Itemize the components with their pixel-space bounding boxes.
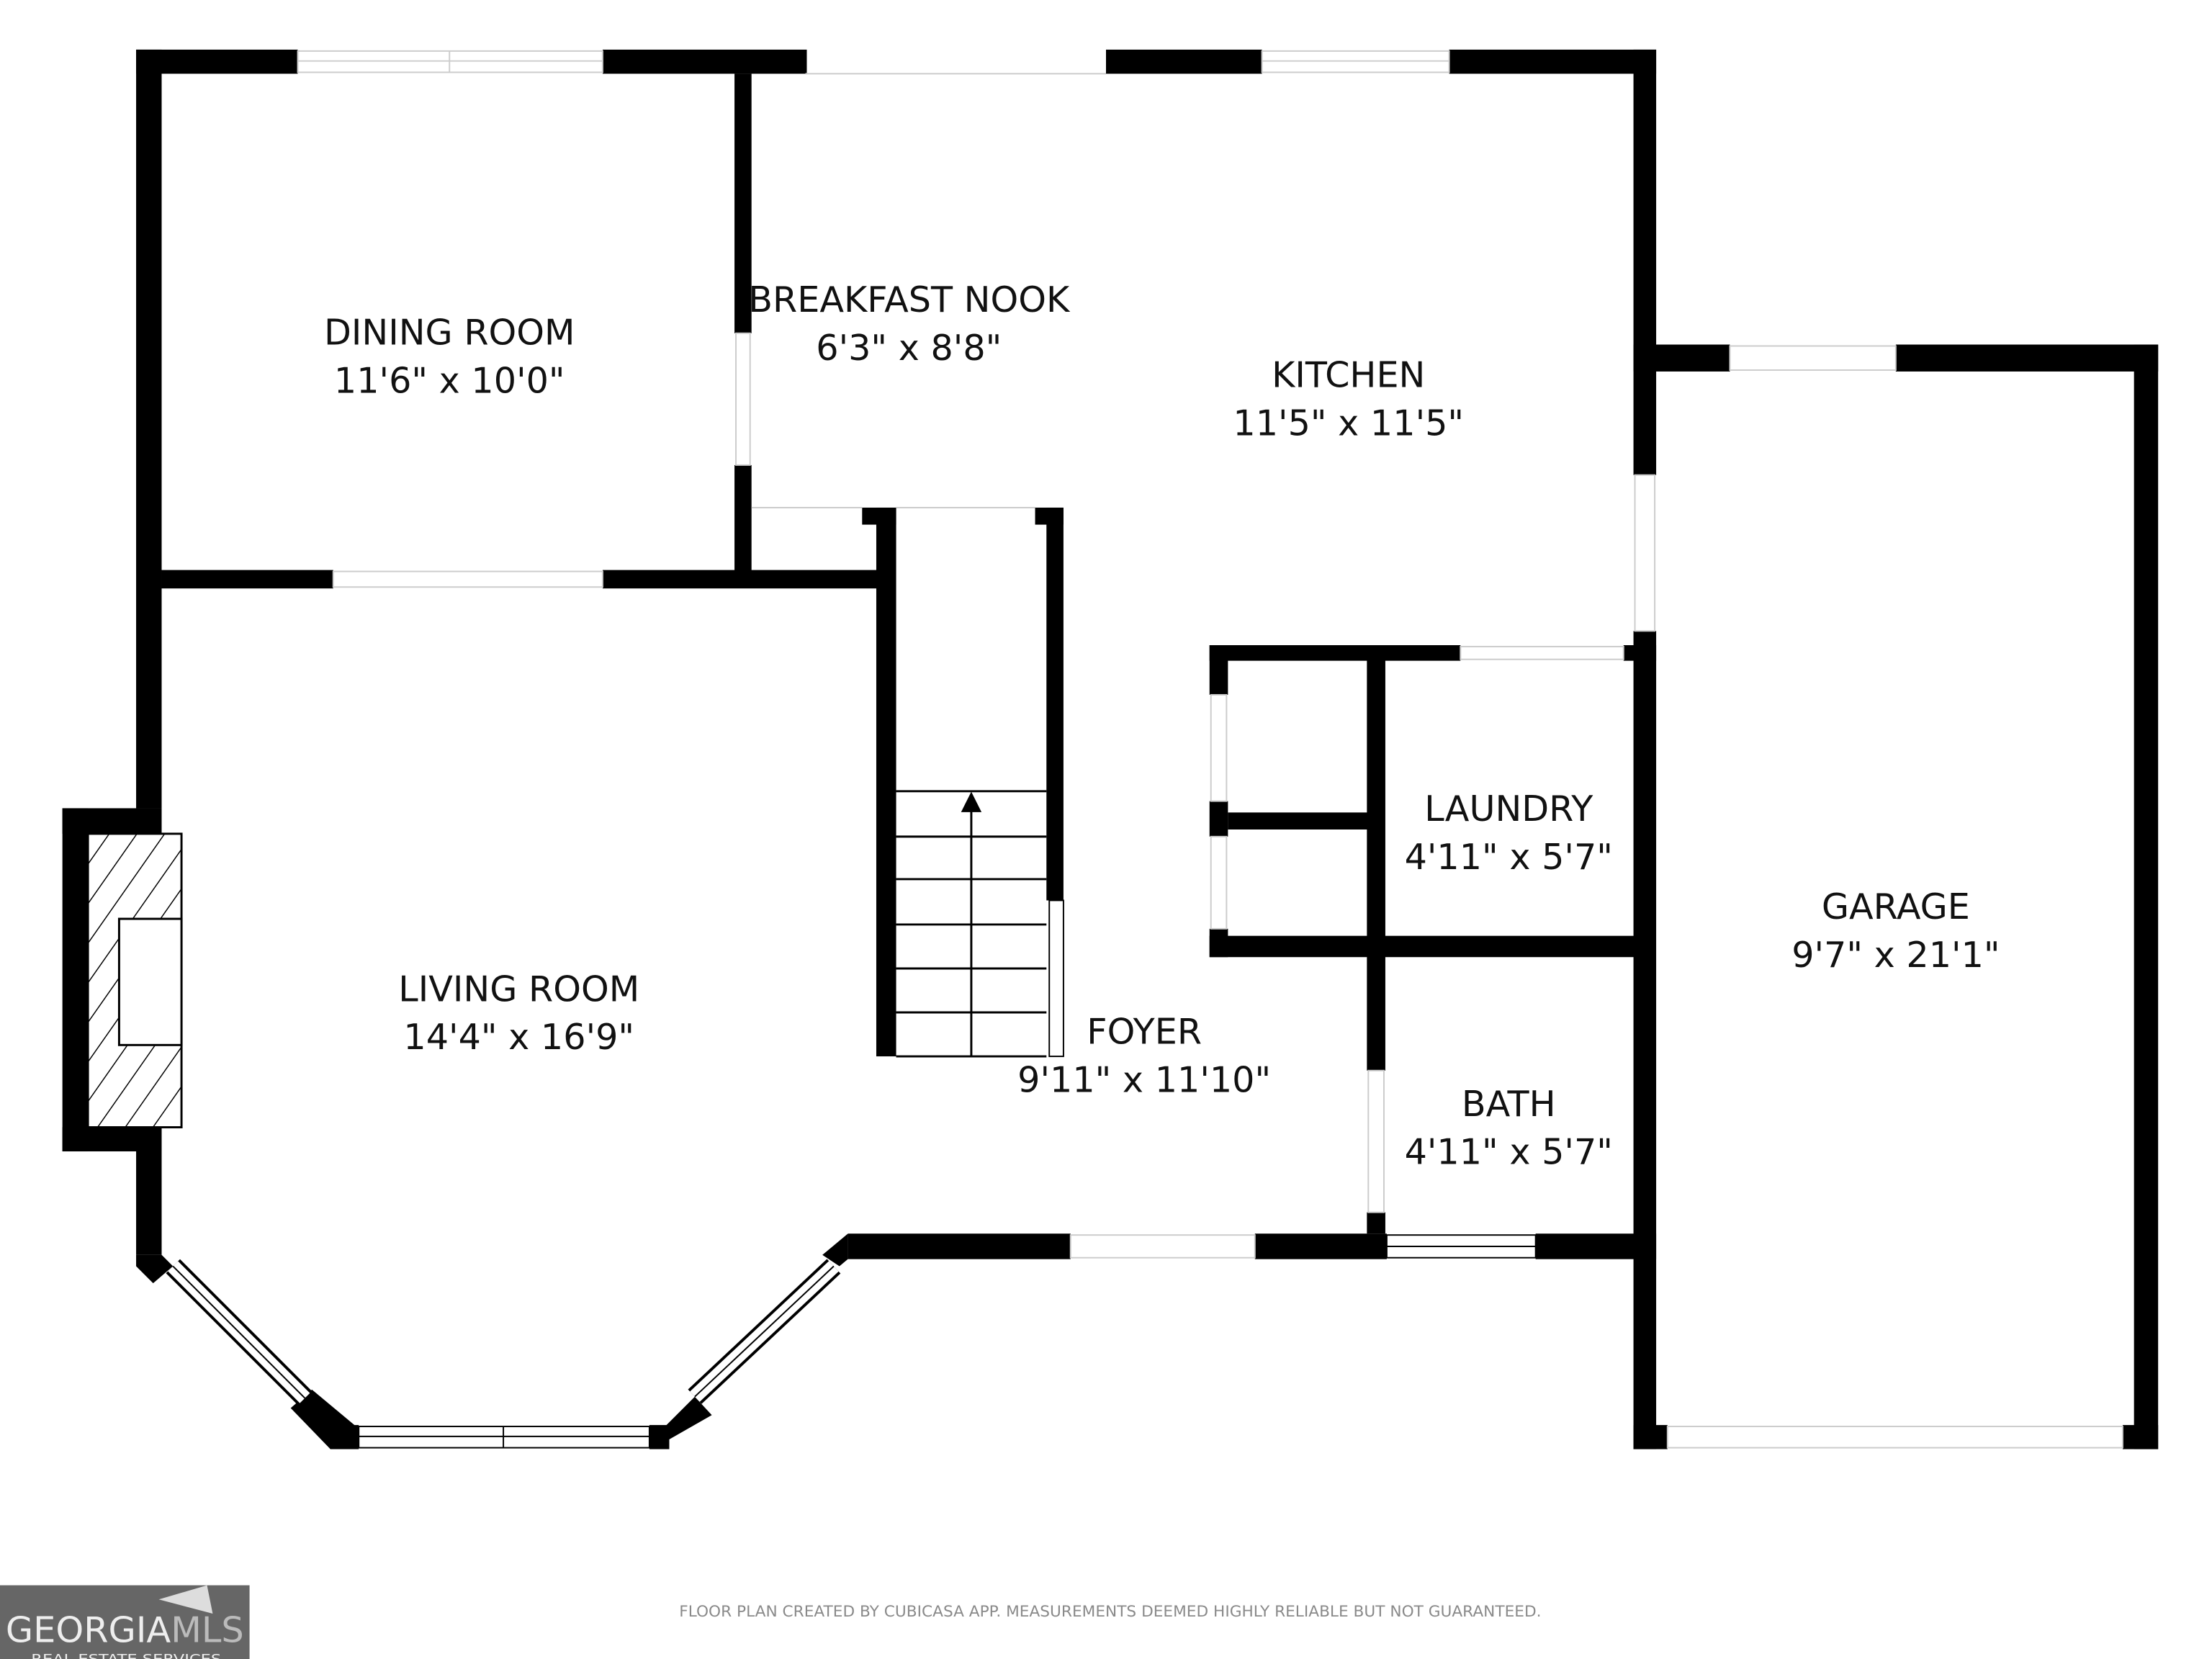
walls — [62, 49, 2159, 1449]
room-name-kitchen: KITCHEN — [1272, 354, 1425, 396]
room-size-living: 14'4" x 16'9" — [403, 1016, 634, 1058]
stair-direction-arrow-icon — [961, 791, 982, 812]
room-size-laundry: 4'11" x 5'7" — [1405, 836, 1613, 878]
disclaimer-text: FLOOR PLAN CREATED BY CUBICASA APP. MEAS… — [679, 1603, 1541, 1621]
room-size-dining: 11'6" x 10'0" — [334, 359, 565, 401]
room-size-kitchen: 11'5" x 11'5" — [1233, 403, 1464, 444]
staircase — [896, 790, 1047, 1058]
room-name-dining: DINING ROOM — [324, 312, 575, 354]
openings — [166, 50, 2123, 1449]
fireplace — [86, 832, 183, 1129]
svg-text:GEORGIAMLS: GEORGIAMLS — [6, 1609, 244, 1650]
georgia-mls-logo: GEORGIAMLS REAL ESTATE SERVICES — [0, 1585, 250, 1659]
room-name-bath: BATH — [1462, 1083, 1556, 1125]
room-size-breakfast-nook: 6'3" x 8'8" — [816, 327, 1002, 369]
room-labels: DINING ROOM 11'6" x 10'0" BREAKFAST NOOK… — [324, 279, 2000, 1173]
room-name-living: LIVING ROOM — [398, 968, 639, 1010]
room-name-laundry: LAUNDRY — [1424, 788, 1593, 830]
room-name-garage: GARAGE — [1822, 886, 1970, 927]
room-size-bath: 4'11" x 5'7" — [1405, 1131, 1613, 1173]
room-name-breakfast-nook: BREAKFAST NOOK — [748, 279, 1071, 320]
room-size-garage: 9'7" x 21'1" — [1791, 934, 2000, 976]
room-size-foyer: 9'11" x 11'10" — [1017, 1058, 1271, 1100]
svg-text:REAL ESTATE SERVICES: REAL ESTATE SERVICES — [31, 1653, 221, 1659]
room-name-foyer: FOYER — [1087, 1010, 1202, 1052]
